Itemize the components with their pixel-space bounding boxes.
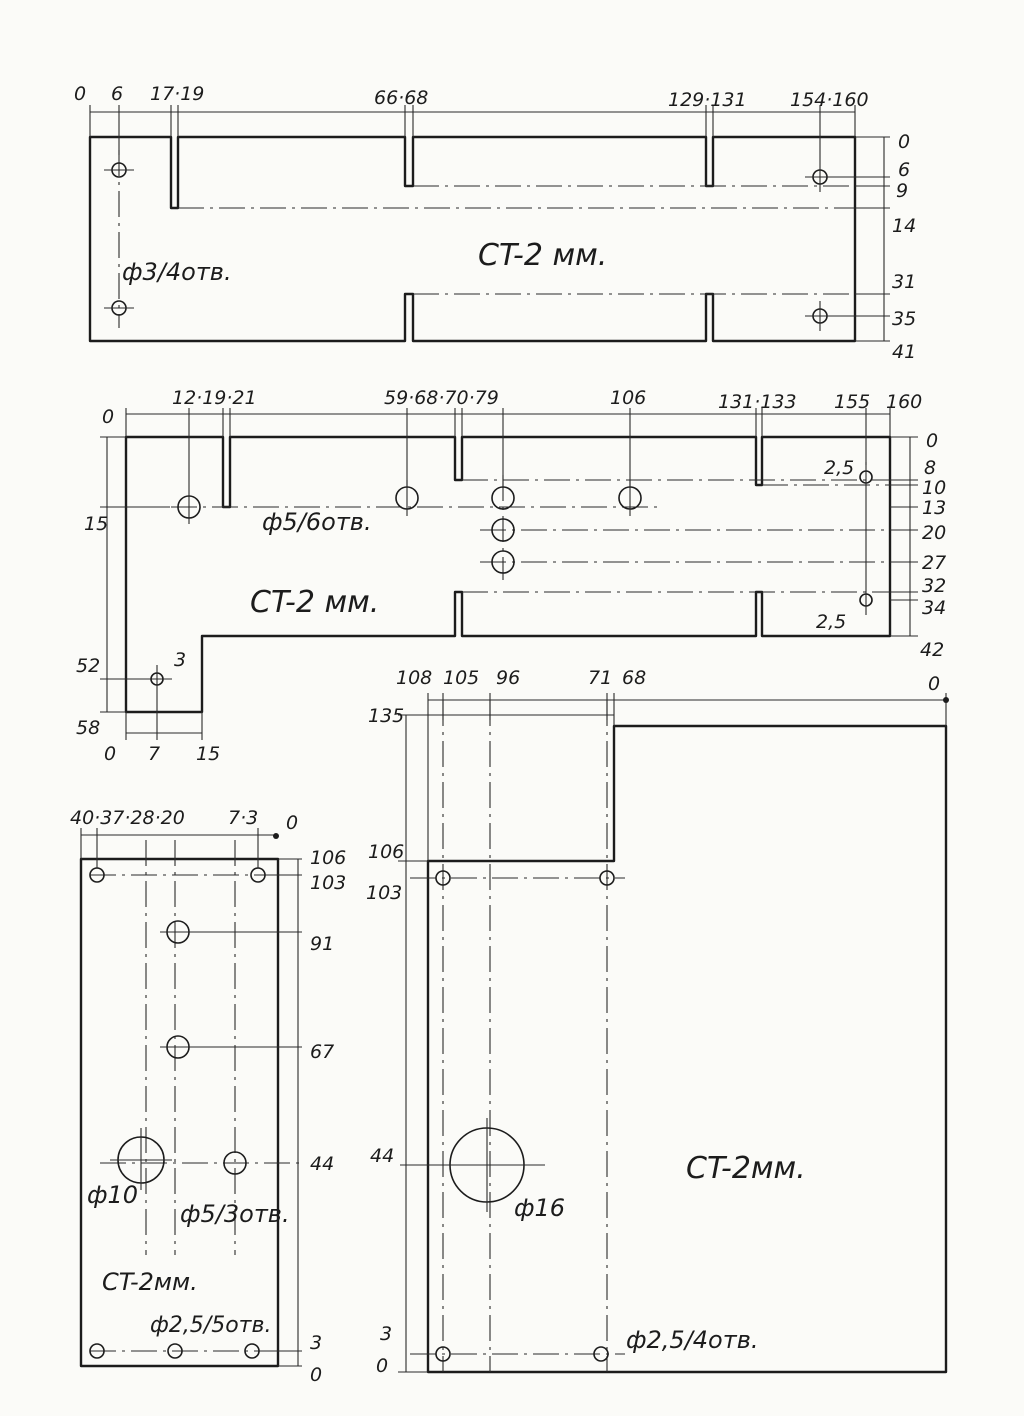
- part-1-holes-note: ф3/4отв.: [122, 258, 232, 286]
- part-2-right-dim: 10: [922, 477, 946, 499]
- part-2-right-dim: 20: [922, 522, 946, 544]
- part-1-top-dim: 129·131: [668, 89, 747, 111]
- part-4-hole: [593, 1346, 609, 1362]
- part-1-right-dim: 41: [892, 341, 916, 363]
- part-4-top-dim: 0: [928, 673, 940, 695]
- part-2-top-dim: 160: [886, 391, 922, 413]
- part-1-right-dim: 35: [892, 308, 916, 330]
- part-2-top-dim: 59·68·70·79: [384, 387, 499, 409]
- part-2-right-dim: 0: [926, 430, 938, 452]
- part-2-hole: [491, 518, 515, 542]
- part-2-bottom-dim: 0: [104, 743, 116, 765]
- part-1-top-dim: 154·160: [790, 89, 869, 111]
- part-4-big-hole-label: ф16: [514, 1194, 565, 1222]
- part-4-top-dim: 68: [622, 667, 646, 689]
- part-2-material: CT-2 мм.: [250, 585, 379, 620]
- part-2-small-note: 3: [174, 649, 186, 671]
- part-3-right-dim: 0: [310, 1364, 322, 1386]
- part-4-top-dim: 105: [443, 667, 479, 689]
- part-1-right-dim: 14: [892, 215, 916, 237]
- part-2-small-note: 2,5: [824, 457, 854, 479]
- part-1-drawing: 0 6 17·19 66·68 129·131 154·160 0 6 9 14…: [74, 83, 916, 363]
- part-3-big-hole-label: ф10: [87, 1181, 138, 1209]
- part-1-top-dim: 17·19: [150, 83, 204, 105]
- part-1-right-dim: 6: [898, 159, 910, 181]
- part-4-top-dim: 108: [396, 667, 432, 689]
- part-3-top-dim: 7·3: [228, 807, 258, 829]
- part-1-right-dim: 31: [892, 271, 916, 293]
- part-3-holes-note-a: ф5/3отв.: [180, 1200, 290, 1228]
- part-3-origin-dot: [273, 833, 279, 839]
- part-4-top-dim: 96: [496, 667, 520, 689]
- part-3-hole: [89, 1343, 105, 1359]
- part-2-top-dim: 12·19·21: [172, 387, 257, 409]
- part-3-outline: [79, 857, 280, 1368]
- part-4-left-dim: 3: [380, 1323, 392, 1345]
- part-2-top-dim: 0: [102, 406, 114, 428]
- part-4-hole: [435, 870, 451, 886]
- part-4-left-dim: 135: [368, 705, 404, 727]
- part-3-hole: [223, 1151, 247, 1175]
- part-2-top-dim: 131·133: [718, 391, 797, 413]
- part-2-bottom-dim: 15: [196, 743, 220, 765]
- part-4-material: CT-2мм.: [686, 1151, 806, 1186]
- part-4-outline: [426, 724, 948, 1374]
- part-4-hole: [435, 1346, 451, 1362]
- part-3-right-dim: 3: [310, 1332, 322, 1354]
- part-3-hole: [244, 1343, 260, 1359]
- part-1-outline: [88, 135, 857, 343]
- part-2-small-note: 2,5: [816, 611, 846, 633]
- part-2-top-dim: 106: [610, 387, 646, 409]
- part-2-drawing: 0 12·19·21 59·68·70·79 106 131·133 155 1…: [76, 387, 946, 765]
- part-2-right-dim: 8: [924, 457, 936, 479]
- part-3-top-dim: 0: [286, 812, 298, 834]
- part-4-top-dim: 71: [588, 667, 612, 689]
- part-4-hole: [599, 870, 615, 886]
- part-3-drawing: 40·37·28·20 7·3 0 106 103 91 67 44 3 0 ф…: [70, 807, 346, 1386]
- part-1-material: CT-2 мм.: [478, 238, 607, 273]
- part-1-top-dim: 66·68: [374, 87, 428, 109]
- part-2-right-dim: 27: [922, 552, 946, 574]
- part-2-right-dim: 13: [922, 497, 946, 519]
- part-3-right-dim: 67: [310, 1041, 334, 1063]
- part-2-left-dim: 58: [76, 717, 100, 739]
- part-2-top-dim: 155: [834, 391, 870, 413]
- part-4-origin-dot: [943, 697, 949, 703]
- part-3-material: CT-2мм.: [102, 1268, 198, 1296]
- part-3-right-dim: 44: [310, 1153, 334, 1175]
- part-4-holes-note: ф2,5/4отв.: [626, 1326, 758, 1354]
- part-2-hole: [491, 550, 515, 574]
- part-3-right-dim: 91: [310, 933, 334, 955]
- part-1-top-dim: 6: [111, 83, 123, 105]
- part-2-left-dim: 52: [76, 655, 100, 677]
- part-4-left-dim: 103: [366, 882, 402, 904]
- part-1-right-dim: 9: [896, 180, 908, 202]
- part-4-left-dim: 106: [368, 841, 404, 863]
- part-1-top-dim: 0: [74, 83, 86, 105]
- part-3-holes-note-b: ф2,5/5отв.: [150, 1313, 271, 1338]
- part-4-drawing: 108 105 96 71 68 0 135 106 103 44 3 0 ф1…: [366, 667, 949, 1377]
- part-4-left-dim: 44: [370, 1145, 394, 1167]
- part-1-right-dim: 0: [898, 131, 910, 153]
- part-4-left-dim: 0: [376, 1355, 388, 1377]
- part-2-left-dim: 15: [84, 513, 108, 535]
- part-3-top-dim: 40·37·28·20: [70, 807, 185, 829]
- part-2-right-dim: 34: [922, 597, 946, 619]
- part-2-holes-note: ф5/6отв.: [262, 508, 372, 536]
- part-2-right-dim: 32: [922, 575, 946, 597]
- part-3-right-dim: 103: [310, 872, 346, 894]
- part-3-hole: [167, 1343, 183, 1359]
- part-2-right-dim: 42: [920, 639, 944, 661]
- part-2-bottom-dim: 7: [148, 743, 160, 765]
- part-3-right-dim: 106: [310, 847, 346, 869]
